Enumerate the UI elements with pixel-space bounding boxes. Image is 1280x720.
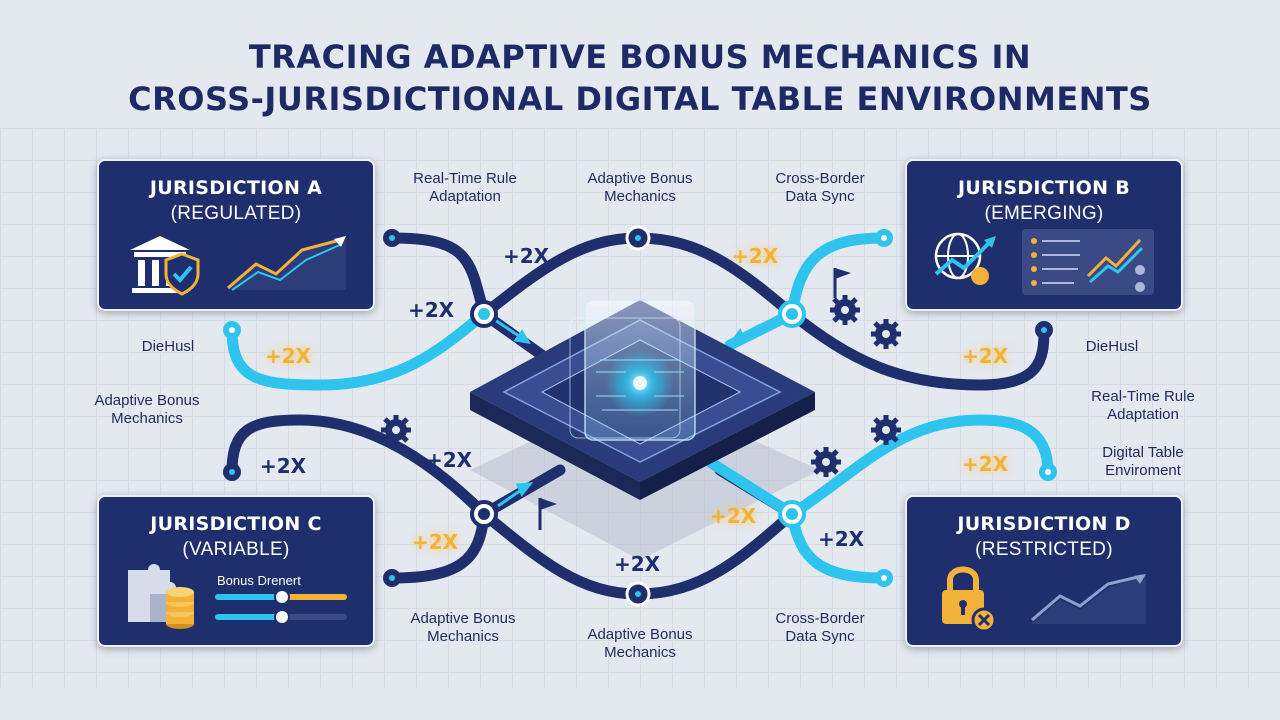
label-right-lower: Digital Table Enviroment bbox=[1102, 444, 1184, 479]
jurisdiction-a-kind: (REGULATED) bbox=[170, 203, 302, 224]
multiplier-badge: +2X bbox=[260, 454, 307, 478]
multiplier-badge: +2X bbox=[962, 344, 1009, 368]
label-left-lower: Adaptive Bonus Mechanics bbox=[94, 392, 200, 427]
multiplier-badge: +2X bbox=[412, 530, 459, 554]
label-right-upper: Real-Time Rule Adaptation bbox=[1091, 388, 1195, 423]
path-platform-d bbox=[704, 456, 798, 520]
jurisdiction-c-kind: (VARIABLE) bbox=[182, 539, 290, 560]
flow-arrows bbox=[494, 318, 761, 508]
jurisdiction-c-name: JURISDICTION C bbox=[150, 513, 322, 535]
multiplier-badge: +2X bbox=[962, 452, 1009, 476]
flag-icons bbox=[538, 268, 851, 530]
page-title-line-2: CROSS-JURISDICTIONAL DIGITAL TABLE ENVIR… bbox=[128, 80, 1152, 118]
label-bottom-right: Cross-Border Data Sync bbox=[775, 610, 865, 645]
path-right-b bbox=[786, 308, 1050, 391]
multiplier-badge: +2X bbox=[614, 552, 661, 576]
jurisdiction-b-card: JURISDICTION B (EMERGING) bbox=[905, 159, 1183, 311]
jurisdiction-d-kind: (RESTRICTED) bbox=[975, 539, 1113, 560]
multiplier-badge: +2X bbox=[426, 448, 473, 472]
label-mid-right: DieHusl bbox=[1085, 338, 1139, 355]
gear-icon bbox=[871, 319, 901, 349]
multiplier-badge: +2X bbox=[732, 244, 779, 268]
multiplier-badge: +2X bbox=[265, 344, 312, 368]
multiplier-badge: +2X bbox=[818, 527, 865, 551]
path-d-cyan bbox=[786, 508, 890, 584]
path-nodes bbox=[470, 225, 806, 607]
flag-icon bbox=[538, 498, 557, 530]
path-right-cyan bbox=[786, 414, 1054, 520]
multiplier-badge: +2X bbox=[710, 504, 757, 528]
bonus-panel-label: Bonus Drenert bbox=[217, 573, 301, 588]
jurisdiction-d-name: JURISDICTION D bbox=[957, 513, 1131, 535]
path-left-cyan bbox=[226, 308, 490, 391]
label-top-left: Real-Time Rule Adaptation bbox=[413, 170, 517, 205]
page-title-line-1: TRACING ADAPTIVE BONUS MECHANICS IN bbox=[248, 38, 1032, 76]
label-mid-left: DieHusl bbox=[141, 338, 195, 355]
gear-icon bbox=[871, 415, 901, 445]
label-bottom-left: Adaptive Bonus Mechanics bbox=[410, 610, 516, 645]
label-top-right: Cross-Border Data Sync bbox=[775, 170, 865, 205]
jurisdiction-b-name: JURISDICTION B bbox=[957, 177, 1131, 199]
gear-icon bbox=[830, 295, 860, 325]
label-top-center: Adaptive Bonus Mechanics bbox=[587, 170, 693, 205]
jurisdiction-a-name: JURISDICTION A bbox=[149, 177, 323, 199]
jurisdiction-a-card: JURISDICTION A (REGULATED) bbox=[97, 159, 375, 311]
multiplier-badge: +2X bbox=[408, 298, 455, 322]
gear-icon bbox=[381, 415, 411, 445]
path-c-top bbox=[226, 414, 490, 520]
jurisdiction-c-card: JURISDICTION C (VARIABLE) Bonus Drenert bbox=[97, 495, 375, 647]
multiplier-badge: +2X bbox=[503, 244, 550, 268]
gear-icon bbox=[811, 447, 841, 477]
jurisdiction-d-card: JURISDICTION D (RESTRICTED) bbox=[905, 495, 1183, 647]
jurisdiction-b-kind: (EMERGING) bbox=[984, 203, 1104, 224]
flag-icon bbox=[833, 268, 851, 298]
gear-icons bbox=[381, 295, 901, 477]
path-endpoints bbox=[223, 229, 1057, 587]
label-bottom-center: Adaptive Bonus Mechanics bbox=[587, 626, 693, 661]
central-platform bbox=[470, 299, 815, 500]
